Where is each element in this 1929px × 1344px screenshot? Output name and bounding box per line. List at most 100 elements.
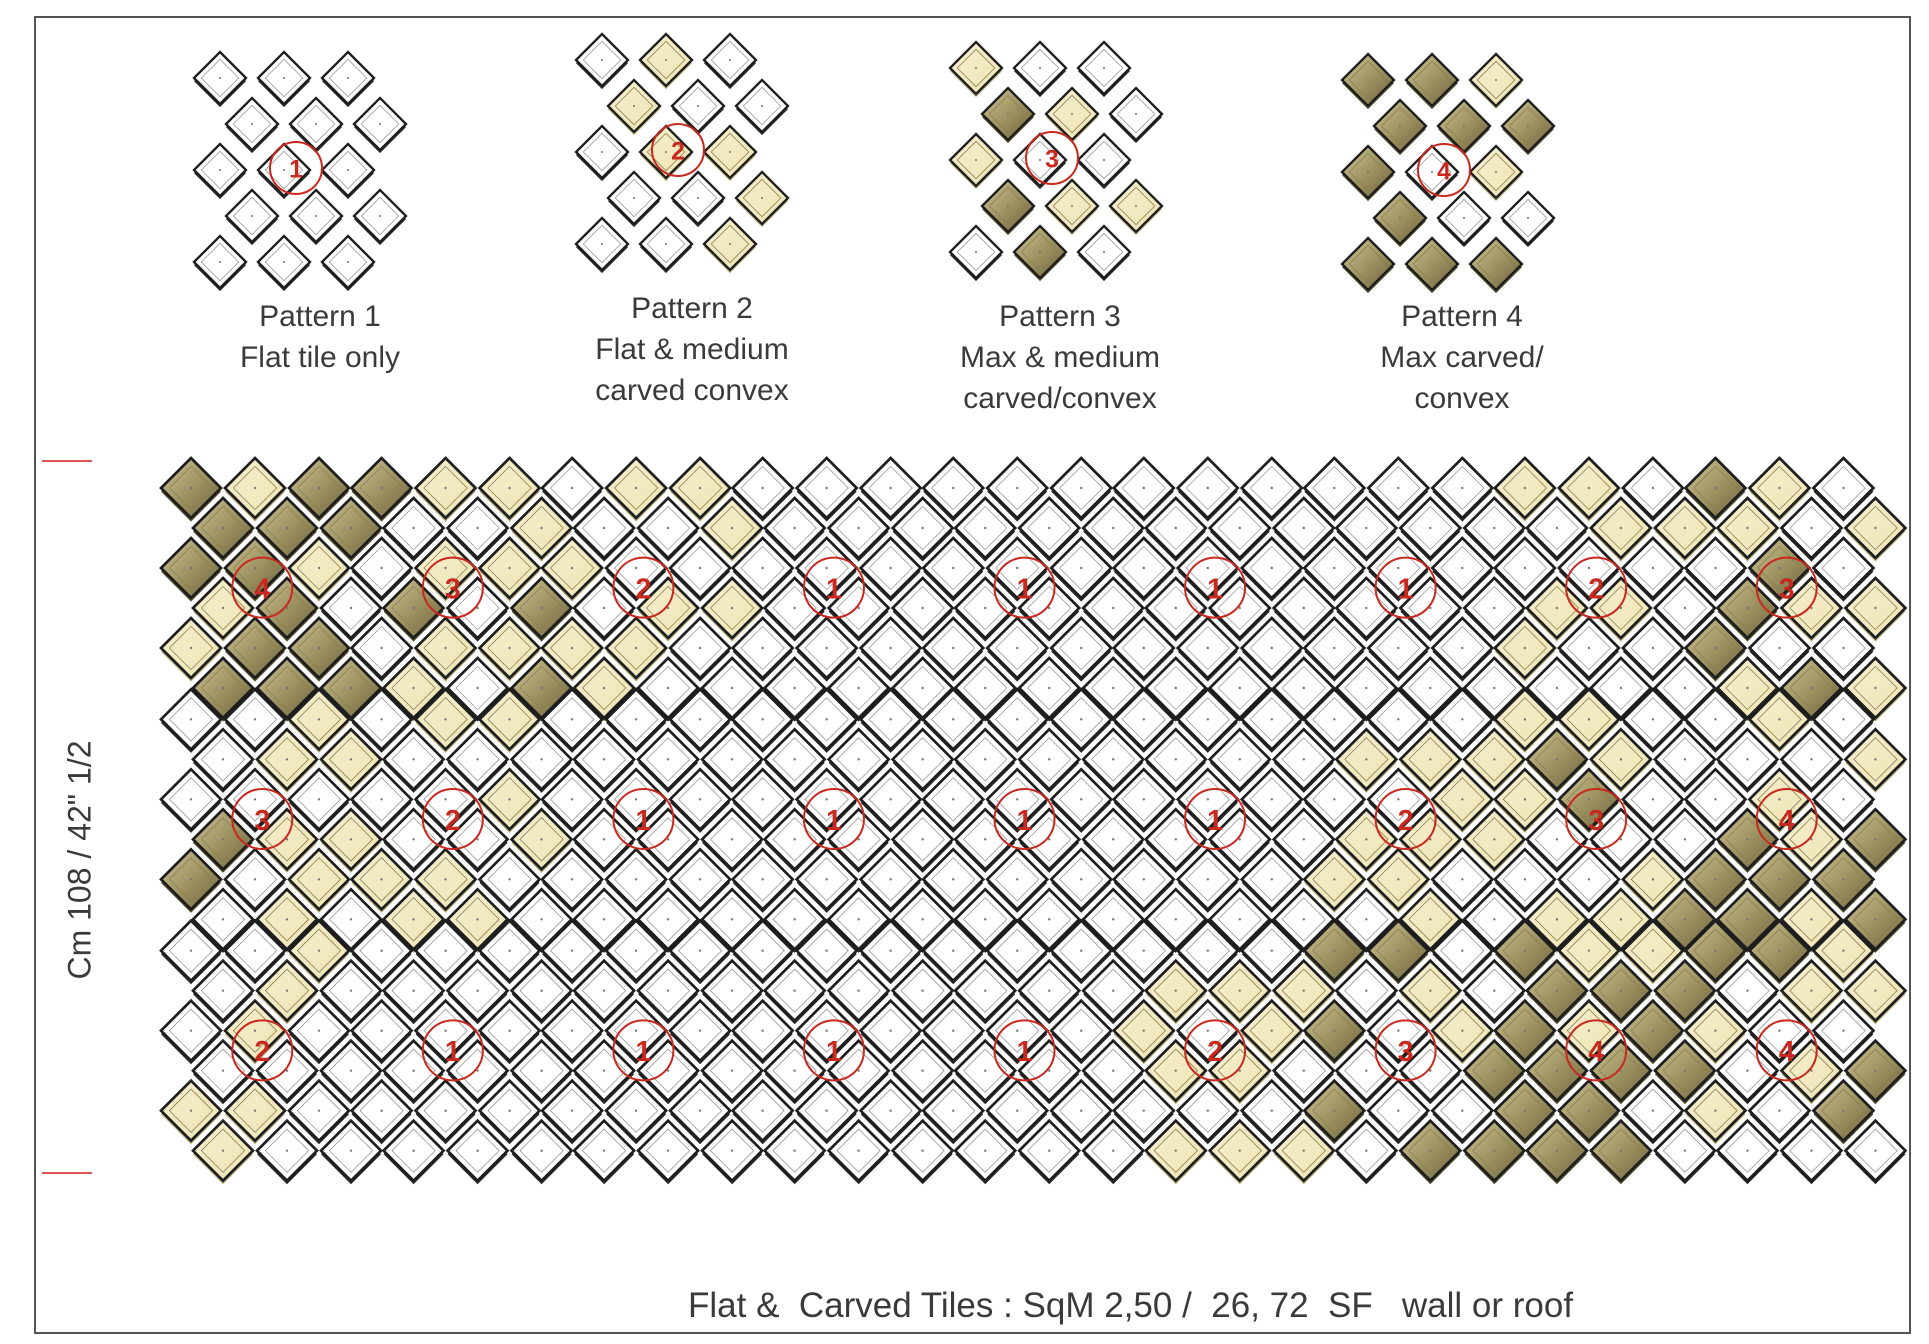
tile bbox=[1239, 687, 1304, 753]
tile bbox=[413, 998, 478, 1065]
tile bbox=[159, 536, 223, 602]
tile bbox=[349, 536, 414, 602]
panel-block: 3 bbox=[1492, 687, 1717, 953]
tile bbox=[794, 847, 859, 913]
pattern-3-desc-line-2: carved/convex bbox=[963, 382, 1157, 415]
tile bbox=[1715, 807, 1780, 873]
tile bbox=[604, 998, 669, 1065]
pattern-3-label: Pattern 3 Max & medium carved/convex bbox=[960, 296, 1160, 419]
tile bbox=[985, 536, 1050, 602]
panel-block: 2 bbox=[540, 456, 765, 722]
tile bbox=[1652, 576, 1717, 642]
tile bbox=[1207, 727, 1272, 793]
tile bbox=[794, 687, 859, 753]
tile bbox=[730, 918, 795, 985]
tile bbox=[1372, 190, 1428, 248]
tile bbox=[1302, 767, 1367, 833]
tile bbox=[574, 32, 630, 90]
pattern-3-swatch: 3 bbox=[948, 40, 1164, 282]
pattern-3-desc-line-1: Max & medium bbox=[959, 341, 1161, 374]
tile bbox=[700, 1038, 765, 1105]
tile bbox=[700, 1118, 765, 1185]
tile bbox=[890, 1038, 955, 1105]
tile bbox=[1271, 496, 1336, 562]
tile bbox=[1143, 496, 1208, 562]
tile bbox=[191, 1038, 255, 1105]
tile bbox=[1404, 236, 1460, 294]
tile bbox=[1398, 807, 1463, 873]
tile bbox=[1500, 190, 1556, 248]
tile bbox=[319, 727, 383, 793]
pattern-marker: 1 bbox=[612, 788, 675, 850]
tile bbox=[794, 998, 859, 1065]
tile bbox=[1620, 767, 1685, 833]
tile bbox=[1556, 1078, 1621, 1145]
tile bbox=[1683, 536, 1748, 602]
tile bbox=[730, 456, 795, 522]
tile bbox=[1143, 958, 1208, 1025]
panel-caption: Flat & Carved Tiles : SqM 2,50 / 26, 72 … bbox=[688, 1286, 1574, 1325]
tile bbox=[858, 998, 923, 1065]
tile bbox=[1239, 998, 1304, 1065]
tile bbox=[1588, 576, 1653, 642]
tile bbox=[1302, 456, 1367, 522]
tile bbox=[1340, 236, 1396, 294]
tile bbox=[223, 767, 287, 833]
tile bbox=[223, 687, 287, 753]
tile bbox=[381, 727, 446, 793]
tile bbox=[1108, 178, 1164, 236]
tile bbox=[1652, 727, 1717, 793]
tile bbox=[540, 687, 605, 753]
tile bbox=[540, 616, 605, 682]
panel-block: 1 bbox=[1111, 687, 1336, 953]
tile bbox=[1334, 576, 1399, 642]
tile bbox=[1652, 1118, 1717, 1185]
tile bbox=[604, 767, 669, 833]
tile bbox=[349, 847, 414, 913]
tile bbox=[1076, 224, 1132, 282]
pattern-marker: 1 bbox=[1184, 556, 1247, 619]
tile bbox=[1175, 918, 1240, 985]
tile bbox=[540, 1078, 605, 1145]
pattern-1-desc: Flat tile only bbox=[239, 341, 401, 374]
tile bbox=[1081, 1118, 1146, 1185]
pattern-3-title: Pattern 3 bbox=[999, 300, 1121, 333]
tile bbox=[1652, 958, 1717, 1025]
tile bbox=[1492, 456, 1557, 522]
tile bbox=[1049, 687, 1114, 753]
tile bbox=[953, 1118, 1018, 1185]
tile bbox=[349, 767, 414, 833]
pattern-number: 1 bbox=[826, 805, 842, 837]
pattern-marker: 2 bbox=[651, 123, 705, 177]
tile bbox=[349, 687, 414, 753]
tile bbox=[413, 616, 478, 682]
tile bbox=[381, 1118, 446, 1185]
tile bbox=[826, 807, 891, 873]
tile bbox=[1271, 807, 1336, 873]
tile bbox=[1108, 86, 1164, 144]
tile bbox=[826, 496, 891, 562]
tile bbox=[985, 918, 1050, 985]
pattern-number: 1 bbox=[635, 805, 651, 837]
tile bbox=[1556, 767, 1621, 833]
tile bbox=[1334, 807, 1399, 873]
tile bbox=[192, 50, 248, 108]
pattern-marker: 1 bbox=[993, 556, 1056, 619]
tile bbox=[1620, 918, 1685, 985]
tile bbox=[668, 918, 733, 985]
tile bbox=[953, 958, 1018, 1025]
tile bbox=[445, 807, 510, 873]
tile bbox=[1524, 807, 1589, 873]
tile bbox=[1366, 918, 1431, 985]
tile bbox=[604, 456, 669, 522]
tile bbox=[223, 918, 287, 985]
tile bbox=[1398, 576, 1463, 642]
tile bbox=[604, 616, 669, 682]
pattern-2-label: Pattern 2 Flat & medium carved convex bbox=[595, 288, 788, 411]
tile bbox=[320, 50, 376, 108]
tile bbox=[1302, 687, 1367, 753]
tile bbox=[255, 496, 319, 562]
pattern-marker: 4 bbox=[231, 556, 294, 619]
pattern-marker: 1 bbox=[1374, 556, 1437, 619]
tile bbox=[1372, 98, 1428, 156]
